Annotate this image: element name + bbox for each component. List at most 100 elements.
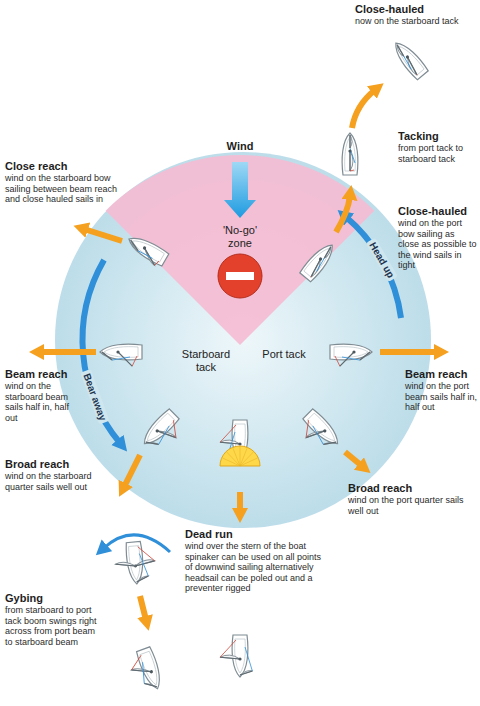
- sail: [350, 135, 352, 148]
- heading: Close-hauled: [355, 3, 477, 16]
- deck-line: [130, 236, 165, 262]
- sailboat: [124, 232, 169, 268]
- wind-label: Wind: [215, 140, 265, 153]
- description: wind on the starboard beam sails half in…: [5, 381, 77, 423]
- boom: [220, 657, 240, 659]
- no-entry-sign: [218, 254, 262, 298]
- direction-arrow: [237, 492, 243, 512]
- sheet: [137, 662, 149, 683]
- sail: [136, 576, 148, 582]
- sheet: [299, 420, 316, 437]
- boom: [135, 561, 155, 566]
- deck-line: [307, 413, 339, 445]
- direction-arrow: [380, 349, 438, 355]
- sheet: [350, 170, 354, 171]
- sail: [102, 352, 112, 360]
- zone-label: 'No-go' zone: [210, 224, 270, 249]
- description: wind on the port bow sailing as close as…: [398, 218, 478, 271]
- wind-arrow: [224, 162, 256, 218]
- sail: [306, 425, 325, 444]
- sailboat: [299, 240, 338, 282]
- heading: Dead run: [185, 528, 327, 541]
- sheet: [166, 420, 183, 437]
- mast: [352, 350, 355, 353]
- boom: [157, 425, 176, 444]
- no-entry-bar: [226, 272, 254, 280]
- sail: [146, 437, 159, 450]
- direction-arrow: [352, 90, 375, 128]
- sheet: [139, 553, 148, 577]
- direction-arrow: [40, 349, 96, 355]
- heading: Broad reach: [5, 458, 100, 471]
- mast: [318, 257, 323, 262]
- direction-arrow: [84, 229, 122, 241]
- spinnaker-seam: [233, 447, 240, 466]
- direction-arrow: [336, 196, 350, 232]
- sail: [157, 425, 176, 444]
- boom: [146, 437, 159, 450]
- sailboat: [220, 635, 252, 677]
- no-go-zone: 'No-go' zone: [106, 155, 374, 345]
- hull: [342, 133, 358, 175]
- sheet: [155, 260, 159, 266]
- tack-label: Starboard tack: [178, 348, 234, 373]
- sailboat: [330, 344, 372, 366]
- sail: [323, 437, 336, 450]
- boom: [323, 437, 336, 450]
- sheet: [155, 426, 174, 445]
- sheet: [309, 426, 328, 445]
- spinnaker-seam: [240, 458, 258, 466]
- heading: Close-hauled: [398, 205, 478, 218]
- no-go-wedge: [106, 155, 375, 345]
- spinnaker-seam: [240, 446, 241, 466]
- boom: [404, 57, 420, 75]
- sail: [115, 561, 135, 568]
- sail: [135, 559, 155, 566]
- direction-arrow: [124, 455, 140, 487]
- boom: [306, 425, 325, 444]
- deck-line: [394, 43, 424, 76]
- mast: [238, 442, 241, 445]
- boom: [349, 151, 350, 171]
- hull: [100, 344, 142, 360]
- sail: [144, 680, 157, 691]
- sheet: [311, 276, 312, 278]
- description: wind on the starboard quarter sails well…: [5, 471, 100, 492]
- sail: [240, 671, 252, 675]
- boom: [128, 240, 141, 251]
- boom: [395, 45, 405, 56]
- tack-label: Port tack: [262, 348, 306, 361]
- deck-line: [235, 639, 246, 673]
- sail: [128, 240, 141, 251]
- sheet: [128, 655, 145, 670]
- points-of-sail-disc: [55, 152, 431, 528]
- mast: [238, 657, 241, 660]
- mast: [149, 670, 153, 674]
- spinnaker-seam: [226, 452, 240, 466]
- gybe-swing-arrow: [104, 535, 170, 552]
- sail: [220, 440, 240, 444]
- sheet: [245, 647, 252, 671]
- direction-arrow: [140, 596, 146, 620]
- description: now on the starboard tack: [355, 16, 477, 27]
- description: wind on the port quarter sails well out: [348, 495, 476, 516]
- boom: [220, 442, 240, 444]
- heading: Beam reach: [5, 368, 85, 381]
- mast: [405, 55, 410, 60]
- boom: [144, 680, 157, 691]
- heading: Gybing: [5, 592, 100, 605]
- boom: [240, 671, 252, 675]
- sail: [395, 45, 406, 57]
- description: wind on the starboard bow sailing betwee…: [5, 173, 133, 205]
- sailboat: [100, 344, 142, 366]
- spinnaker: [220, 446, 260, 466]
- sailboat: [220, 420, 260, 466]
- boom: [360, 352, 370, 360]
- sheet: [220, 425, 236, 442]
- sheet: [132, 356, 137, 366]
- heading: Close reach: [5, 160, 133, 173]
- description: from starboard to port tack boom swings …: [5, 605, 100, 647]
- points-of-sail-circle: Starboard tack Port tack: [55, 152, 431, 528]
- sheet: [342, 357, 360, 360]
- sheet: [112, 357, 130, 360]
